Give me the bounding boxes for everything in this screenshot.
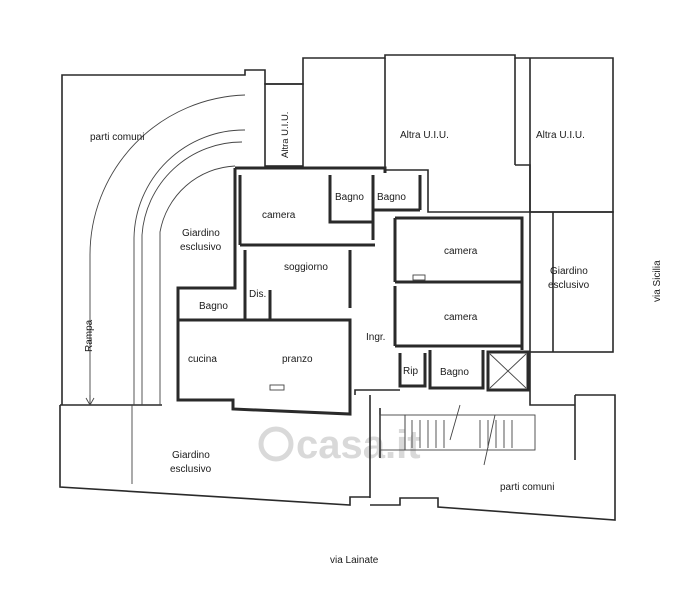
label-bagno-4: Bagno (440, 367, 469, 378)
label-dis: Dis. (249, 289, 266, 300)
watermark: casa.it (258, 423, 421, 467)
label-rampa: Rampa (84, 319, 95, 352)
label-soggiorno: soggiorno (284, 262, 328, 273)
label-camera-2: camera (444, 246, 478, 257)
label-bagno-2: Bagno (377, 192, 406, 203)
label-camera-3: camera (444, 312, 478, 323)
site-outline (59, 54, 616, 521)
label-via-lainate: via Lainate (330, 555, 379, 566)
stair-treads (411, 420, 513, 448)
label-giardino-right-1: Giardino (550, 266, 588, 277)
altra-uiu-strip (264, 83, 304, 167)
label-bagno-3: Bagno (199, 301, 228, 312)
label-altra-uiu-vertical: Altra U.I.U. (280, 112, 291, 158)
street-labels: via Sicilia via Lainate (330, 260, 663, 566)
room-labels: parti comuni Altra U.I.U. Altra U.I.U. A… (84, 112, 590, 493)
label-giardino-left-1: Giardino (182, 228, 220, 239)
label-via-sicilia: via Sicilia (652, 260, 663, 302)
label-altra-uiu-2: Altra U.I.U. (536, 130, 585, 141)
apartment-walls (176, 166, 614, 498)
label-cucina: cucina (188, 354, 217, 365)
label-parti-comuni-top: parti comuni (90, 132, 144, 143)
watermark-text: casa.it (296, 423, 421, 467)
label-giardino-bottom-1: Giardino (172, 450, 210, 461)
label-ingr: Ingr. (366, 332, 385, 343)
label-rip: Rip (403, 366, 418, 377)
label-giardino-left-2: esclusivo (180, 242, 222, 253)
label-giardino-right-2: esclusivo (548, 280, 590, 291)
ramp (85, 94, 246, 406)
label-altra-uiu-1: Altra U.I.U. (400, 130, 449, 141)
label-parti-comuni-bottom: parti comuni (500, 482, 554, 493)
label-giardino-bottom-2: esclusivo (170, 464, 212, 475)
label-bagno-1: Bagno (335, 192, 364, 203)
label-pranzo: pranzo (282, 354, 313, 365)
label-camera-1: camera (262, 210, 296, 221)
